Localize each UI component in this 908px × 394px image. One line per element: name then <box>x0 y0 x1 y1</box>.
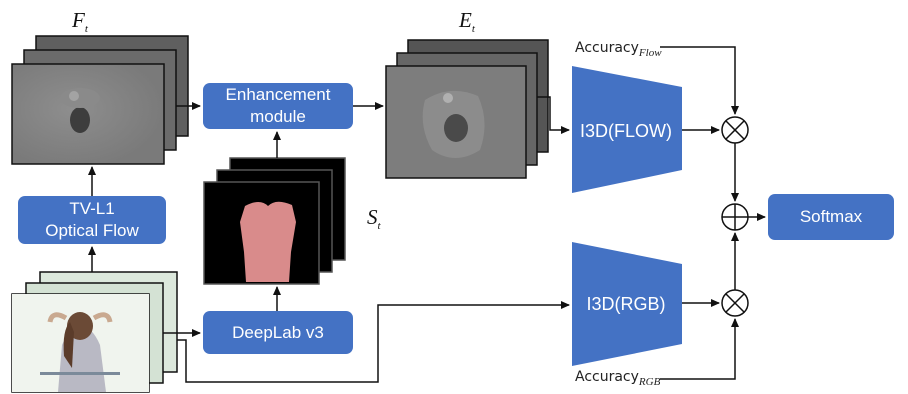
softmax-box-shape <box>768 194 894 240</box>
i3d-flow-label: I3D(FLOW) <box>580 121 672 141</box>
segmentation-masks-stack <box>203 157 346 285</box>
deeplab-box: DeepLab v3 <box>232 322 324 342</box>
connectors <box>88 46 766 383</box>
accuracy-rgb-label: AccuracyRGB <box>575 369 661 388</box>
enhancement-module-box: Enhancement module <box>225 85 331 126</box>
accuracy-flow-label: AccuracyFlow <box>575 40 662 59</box>
tvl1-box-shape <box>18 196 166 244</box>
flow-frames-symbol: Ft <box>71 8 89 35</box>
person-mask-shape <box>240 201 296 282</box>
i3d-flow-network <box>572 66 682 193</box>
enhanced-frames-symbol: Et <box>458 8 476 35</box>
add-operator <box>721 203 749 231</box>
enhancement-box-shape <box>203 83 353 129</box>
enhanced-frames-stack <box>385 39 549 179</box>
rgb-frames-stack <box>11 271 178 393</box>
tvl1-optical-flow-box: TV-L1 Optical Flow <box>45 199 139 240</box>
i3d-rgb-label: I3D(RGB) <box>586 294 665 314</box>
multiply-operator-rgb <box>721 289 749 317</box>
softmax-box: Softmax <box>799 207 863 226</box>
flow-frames-stack <box>11 35 189 165</box>
multiply-operator-flow <box>721 116 749 144</box>
i3d-rgb-network <box>572 242 682 366</box>
segmentation-masks-symbol: St <box>367 205 382 232</box>
deeplab-box-shape <box>203 311 353 354</box>
